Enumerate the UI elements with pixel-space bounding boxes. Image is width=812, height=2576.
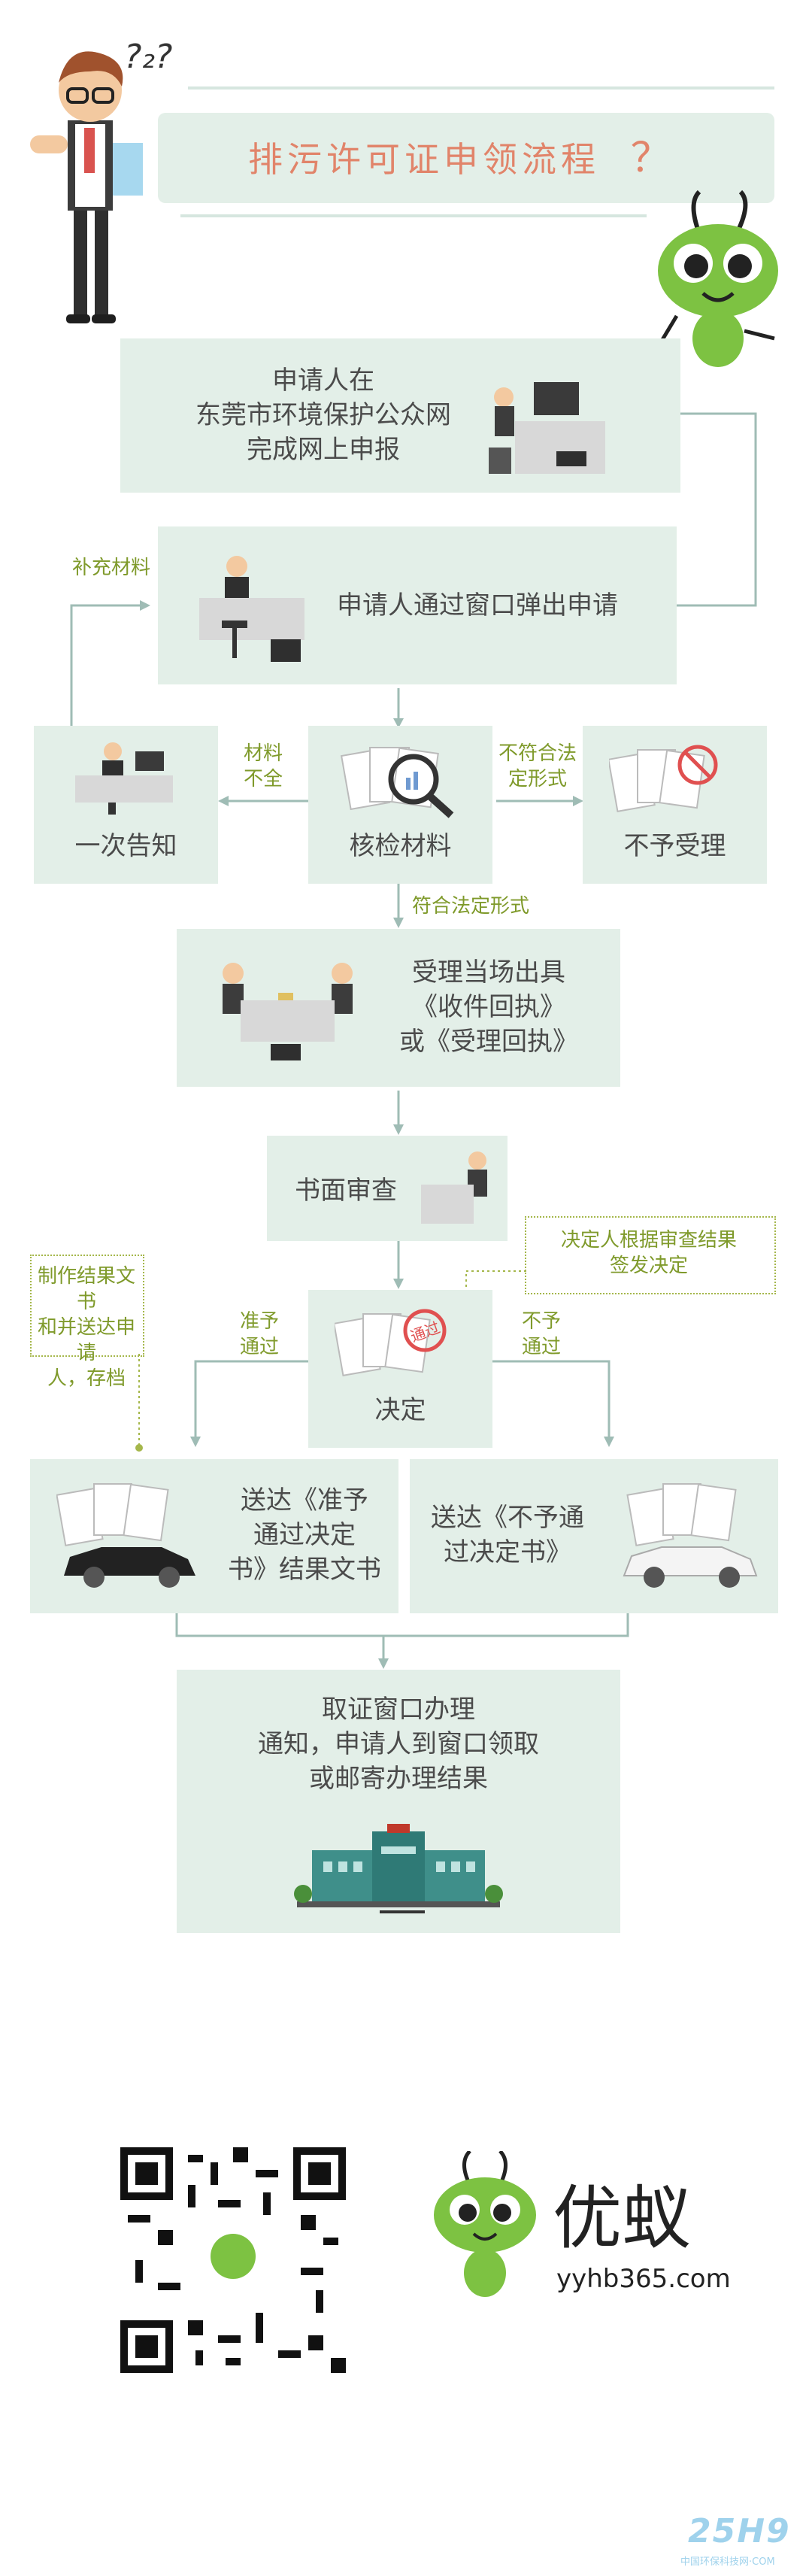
- header-lines-bottom: [180, 214, 647, 217]
- brand-ant-logo-icon: [434, 2151, 536, 2297]
- callout-decider-note: [525, 1216, 776, 1294]
- brand-name: 优蚁: [553, 2178, 692, 2259]
- step-window-apply-text: 申请人通过窗口弹出申请: [337, 590, 618, 620]
- watermark-subtext: 中国环保科技网·COM: [680, 2556, 775, 2568]
- qr-code: [120, 2147, 346, 2373]
- step-decision-text: 决定: [374, 1395, 426, 1425]
- ant-mascot-icon: [652, 190, 778, 367]
- callout-make-docs-text: 制作结果文书 和并送达申请 人，存档: [37, 1265, 135, 1390]
- label-not-approve: 不予 通过: [521, 1310, 561, 1358]
- step-reject-text: 不予受理: [623, 831, 726, 861]
- label-approve: 准予 通过: [239, 1310, 279, 1358]
- brand-url: yyhb365.com: [556, 2264, 731, 2294]
- header-question-marks: ?₂?: [124, 38, 173, 76]
- notice-desk-illustration: [75, 742, 173, 815]
- office-desk-illustration: [489, 382, 605, 474]
- label-legal-form: 符合法定形式: [412, 895, 530, 918]
- car-documents-illustration: [56, 1483, 195, 1588]
- header-lines: [188, 86, 774, 90]
- step-pickup-text: 取证窗口办理 通知，申请人到窗口领取 或邮寄办理结果: [258, 1695, 539, 1794]
- step-deliver-reject-text: 送达《不予通 过决定书》: [431, 1503, 584, 1567]
- step-apply-online-text: 申请人在 东莞市环境保护公众网 完成网上申报: [195, 366, 451, 465]
- white-car-documents-illustration: [623, 1483, 758, 1588]
- step-check-materials-text: 核检材料: [349, 831, 452, 861]
- label-incomplete: 材料 不全: [243, 742, 283, 790]
- rejected-documents-icon: [609, 745, 718, 812]
- confused-man-illustration: [30, 51, 143, 323]
- step-notify-once-text: 一次告知: [74, 831, 177, 861]
- step-accept-receipt-text: 受理当场出具 《收件回执》 或《受理回执》: [399, 957, 578, 1057]
- step-deliver-approve-text: 送达《准予 通过决定 书》结果文书: [228, 1485, 381, 1585]
- magnifier-documents-icon: [340, 747, 454, 818]
- step-notify-once: [34, 726, 218, 884]
- step-written-review-text: 书面审查: [295, 1176, 397, 1206]
- page-title: 排污许可证申领流程 ？: [248, 135, 676, 182]
- label-supplement: 补充材料: [71, 557, 150, 579]
- approved-documents-icon: [335, 1309, 447, 1376]
- reception-desk-illustration: [199, 556, 304, 662]
- meeting-desk-illustration: [223, 963, 353, 1060]
- callout-decider-note-text: 决定人根据审查结果 签发决定: [560, 1229, 737, 1277]
- page-title-text: 排污许可证申领流程: [248, 139, 600, 180]
- title-question-mark: ？: [630, 134, 676, 181]
- title-banner: [158, 113, 774, 203]
- government-building-illustration: [294, 1824, 503, 1913]
- watermark-logo: 25H9: [688, 2512, 791, 2550]
- callout-make-docs: [30, 1255, 144, 1357]
- label-not-legal-form: 不符合法 定形式: [498, 742, 577, 790]
- clerk-desk-illustration: [421, 1151, 487, 1224]
